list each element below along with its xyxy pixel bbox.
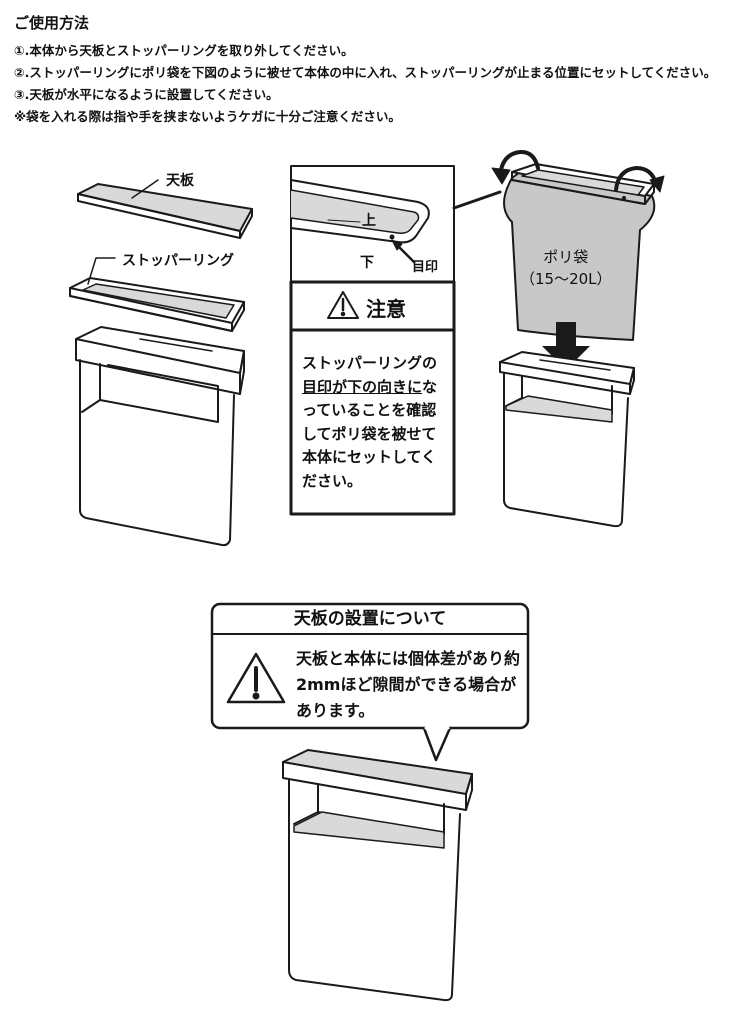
- rotate-arrow-right-icon: [614, 166, 665, 193]
- stopper-ring-label: ストッパーリング: [122, 253, 234, 269]
- notice-box: [210, 602, 530, 762]
- caution-box: [289, 280, 456, 516]
- warning-triangle-icon: [327, 291, 359, 319]
- step-2-text: ②.ストッパーリングにポリ袋を下図のように被せて本体の中に入れ、ストッパーリング…: [14, 65, 717, 80]
- top-plate-label: 天板: [166, 173, 194, 189]
- caution-body: ストッパーリングの目印が下の向きになっていることを確認してポリ袋を被せて本体にセ…: [302, 352, 447, 493]
- notice-title: 天板の設置について: [293, 609, 447, 629]
- detail-mark-label: 目印: [412, 260, 439, 275]
- assembled-bin-drawing: [282, 749, 473, 1002]
- poly-bag-name: ポリ袋: [543, 248, 589, 266]
- step-3-text: ③.天板が水平になるように設置してください。: [14, 87, 279, 102]
- notice-warning-icon: [226, 652, 286, 704]
- caution-body-underlined: 目印が下の向きに: [302, 377, 423, 396]
- caution-body-pre: ストッパーリングの: [302, 354, 438, 372]
- bin-body-drawing: [75, 326, 245, 547]
- poly-bag-drawing: [503, 163, 656, 341]
- poly-bag-size: （15～20L）: [520, 270, 612, 288]
- detail-bottom-label: 下: [360, 255, 374, 271]
- ring-detail-box: [290, 165, 502, 283]
- top-plate-drawing: [77, 179, 253, 239]
- poly-bag-label: ポリ袋 （15～20L）: [520, 246, 612, 290]
- detail-top-label: 上: [362, 213, 376, 229]
- bin-with-ring-drawing: [499, 351, 635, 528]
- caution-title: 注意: [366, 297, 406, 321]
- rotate-arrow-left-icon: [491, 149, 540, 185]
- notice-body: 天板と本体には個体差があり約2mmほど隙間ができる場合があります。: [296, 649, 521, 720]
- caution-note-text: ※袋を入れる際は指や手を挟まないようケガに十分ご注意ください。: [14, 109, 401, 124]
- caution-body-post: なっていることを確認してポリ袋を被せて本体にセットしてください。: [302, 377, 438, 490]
- step-1-text: ①.本体から天板とストッパーリングを取り外してください。: [14, 43, 354, 58]
- stopper-ring-drawing: [69, 257, 245, 332]
- instructions-heading: ご使用方法: [14, 14, 90, 32]
